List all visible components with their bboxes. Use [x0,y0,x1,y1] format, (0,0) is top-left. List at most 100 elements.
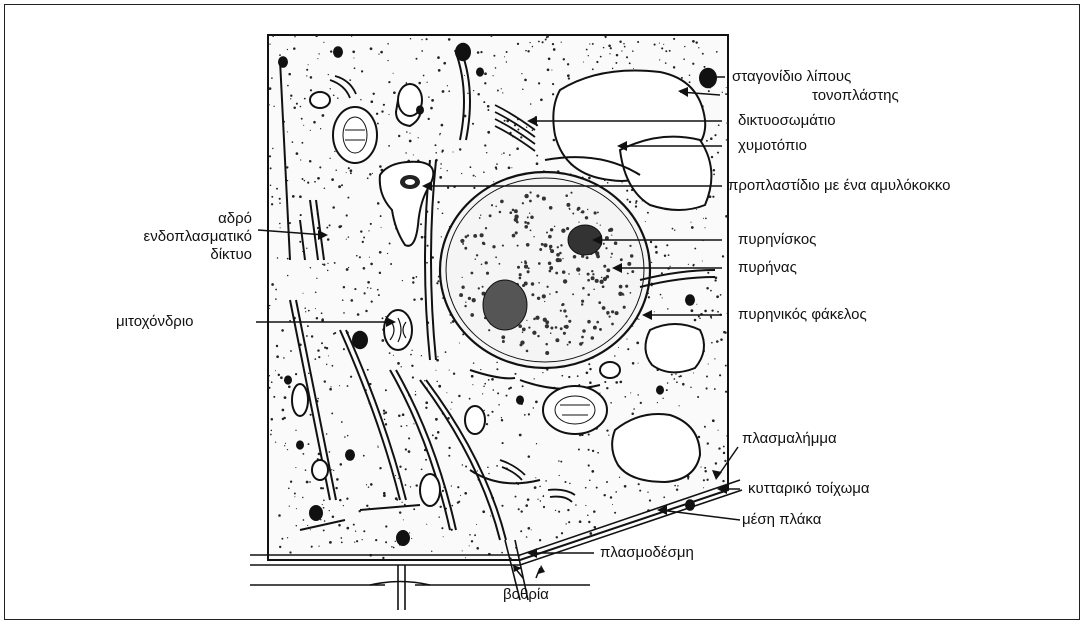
chromatin-dot [561,229,565,233]
stipple-dot [275,289,277,291]
stipple-dot [401,502,402,503]
stipple-dot [329,451,331,453]
stipple-dot [317,349,319,351]
stipple-dot [318,53,319,54]
nucleolus-2 [483,280,527,330]
stipple-dot [393,73,394,74]
chromatin-dot [623,306,626,309]
stipple-dot [600,56,602,58]
stipple-dot [332,206,335,209]
stipple-dot [566,523,567,524]
chromatin-dot [539,248,542,251]
chromatin-dot [533,318,536,321]
stipple-dot [610,47,612,49]
stipple-dot [633,68,634,69]
stipple-dot [389,243,391,245]
chromatin-dot [597,211,599,213]
stipple-dot [704,426,706,428]
stipple-dot [352,50,355,53]
stipple-dot [603,494,605,496]
stipple-dot [311,335,313,337]
chromatin-dot [587,273,590,276]
stipple-dot [516,147,519,150]
stipple-dot [552,93,554,95]
stipple-dot [638,483,640,485]
stipple-dot [666,244,668,246]
stipple-dot [465,557,466,558]
fat-droplet [699,68,717,89]
stipple-dot [334,151,335,152]
stipple-dot [482,393,483,394]
stipple-dot [635,523,636,524]
chromatin-dot [554,226,555,227]
stipple-dot [310,89,312,91]
stipple-dot [491,378,494,381]
stipple-dot [480,51,482,53]
fat-droplet [296,440,304,449]
stipple-dot [517,129,519,131]
stipple-dot [426,524,427,525]
stipple-dot [286,166,288,168]
stipple-dot [353,57,354,58]
chromatin-dot [568,320,571,323]
stipple-dot [287,449,288,450]
stipple-dot [317,398,319,400]
stipple-dot [383,104,385,106]
chromatin-dot [538,282,540,284]
stipple-dot [270,167,272,169]
stipple-dot [548,57,551,60]
chromatin-dot [627,273,629,275]
chromatin-dot [629,245,631,247]
chromatin-dot [578,221,579,222]
stipple-dot [588,464,590,466]
stipple-dot [306,248,307,249]
label-plasmalemma: πλασμαλήμμα [742,430,837,448]
stipple-dot [402,280,403,281]
stipple-dot [421,468,423,470]
stipple-dot [292,141,294,143]
stipple-dot [436,381,438,383]
chromatin-dot [568,273,570,275]
stipple-dot [675,373,677,375]
stipple-dot [314,358,316,360]
stipple-dot [319,166,321,168]
stipple-dot [588,521,590,523]
stipple-dot [296,152,299,155]
stipple-dot [322,504,323,505]
stipple-dot [592,43,594,45]
stipple-dot [546,37,547,38]
stipple-dot [338,185,341,188]
stipple-dot [370,47,373,50]
chromatin-dot [522,284,525,287]
chromatin-dot [528,267,530,269]
stipple-dot [287,131,288,132]
stipple-dot [624,46,626,48]
stipple-dot [448,447,450,449]
stipple-dot [377,446,378,447]
stipple-dot [501,154,502,155]
stipple-dot [497,392,499,394]
stipple-dot [302,497,303,498]
stipple-dot [432,434,434,436]
stipple-dot [276,188,278,190]
stipple-dot [662,398,663,399]
chromatin-dot [556,258,560,262]
stipple-dot [346,527,349,530]
chromatin-dot [543,318,547,322]
stipple-dot [687,478,689,480]
stipple-dot [545,39,547,41]
stipple-dot [726,87,727,88]
chromatin-dot [543,243,547,247]
chromatin-dot [517,266,520,269]
chromatin-dot [473,234,477,238]
stipple-dot [356,255,358,257]
stipple-dot [715,462,717,464]
stipple-dot [567,63,569,65]
stipple-dot [716,51,718,53]
stipple-dot [527,50,529,52]
stipple-dot [379,251,382,254]
stipple-dot [668,254,670,256]
chromatin-dot [492,245,495,248]
stipple-dot [713,538,715,540]
stipple-dot [418,82,421,85]
